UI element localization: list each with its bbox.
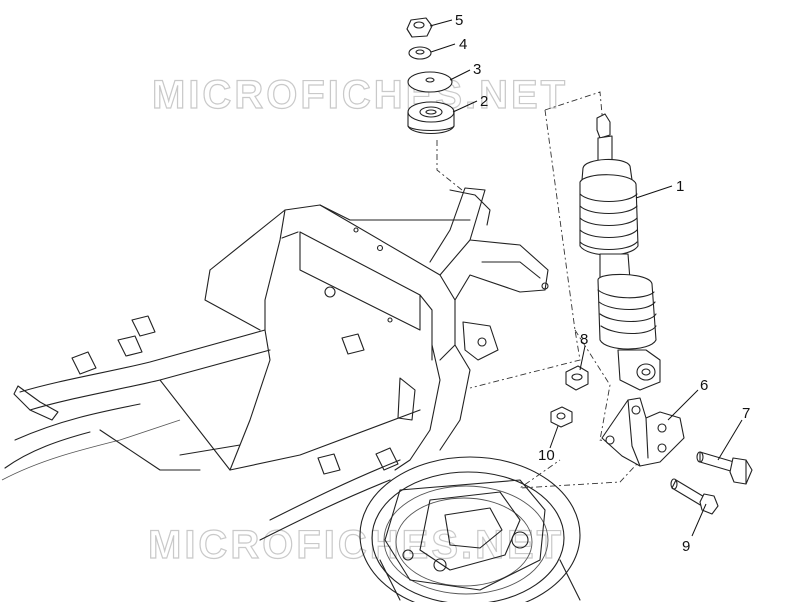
engine-hub-assembly: [359, 456, 581, 602]
part-4-washer: [408, 46, 432, 60]
watermark-bottom: MICROFICHES.NET: [148, 523, 564, 567]
part-9-bolt: [670, 478, 719, 515]
part-1-shock-absorber: [579, 113, 661, 391]
callout-label-4: 4: [459, 36, 467, 53]
assembly-line-top: [436, 140, 463, 191]
part-3-plate-washer: [407, 71, 453, 93]
part-6-mounting-bracket: [601, 397, 685, 467]
part-7-bolt: [696, 451, 753, 485]
callout-label-3: 3: [473, 61, 481, 78]
part-8-nut: [565, 365, 589, 391]
callout-label-2: 2: [480, 93, 488, 110]
callout-label-5: 5: [455, 12, 463, 29]
callout-label-10: 10: [538, 447, 555, 464]
callout-label-6: 6: [700, 377, 708, 394]
callout-label-7: 7: [742, 405, 750, 422]
assembly-line-shock: [469, 91, 604, 389]
callout-leaders: [429, 19, 743, 537]
part-2-rubber-bush: [407, 101, 455, 135]
callout-label-1: 1: [676, 178, 684, 195]
part-5-nut: [406, 17, 433, 38]
watermark-top: MICROFICHES.NET: [152, 73, 568, 117]
callout-label-8: 8: [580, 331, 588, 348]
part-10-nut: [550, 406, 573, 428]
frame-chassis: [1, 187, 549, 541]
callout-label-9: 9: [682, 538, 690, 555]
